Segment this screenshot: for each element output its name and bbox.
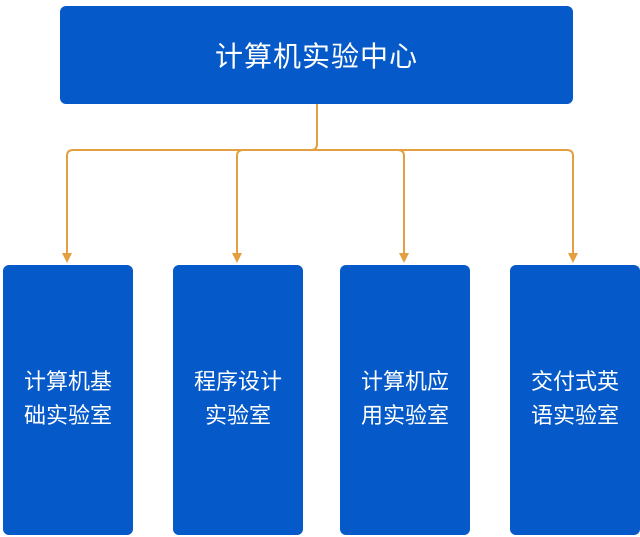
connector-branch-1 <box>62 149 74 263</box>
root-node: 计算机实验中心 <box>60 6 573 104</box>
child-node-2-label-line2: 实验室 <box>204 404 271 429</box>
child-node-2: 程序设计 实验室 <box>173 265 303 535</box>
child-node-4-label-line1: 交付式英 <box>530 370 619 395</box>
child-node-3-label-line2: 用实验室 <box>360 404 449 429</box>
child-node-1-label-line2: 础实验室 <box>23 404 112 429</box>
child-node-1: 计算机基 础实验室 <box>3 265 133 535</box>
child-node-3: 计算机应 用实验室 <box>340 265 470 535</box>
connector-branch-4 <box>566 149 578 263</box>
root-node-label: 计算机实验中心 <box>214 40 418 73</box>
connector-branch-3 <box>397 149 409 263</box>
child-node-4: 交付式英 语实验室 <box>510 265 640 535</box>
child-node-2-label-line1: 程序设计 <box>193 370 282 395</box>
child-node-4-label-line2: 语实验室 <box>530 404 619 429</box>
child-node-3-label-line1: 计算机应 <box>360 370 449 395</box>
connector-stem <box>310 104 318 151</box>
connector-branch-2 <box>232 149 244 263</box>
child-node-1-label-line1: 计算机基 <box>23 370 112 395</box>
